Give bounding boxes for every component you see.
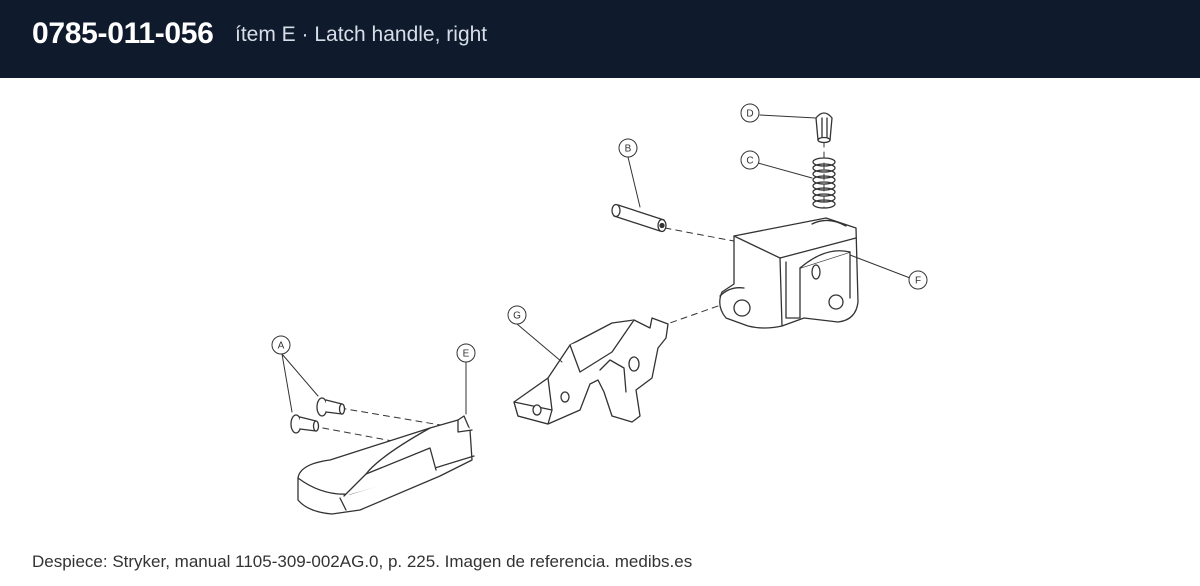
callout-g: G: [507, 305, 527, 325]
svg-text:D: D: [746, 109, 753, 120]
part-b-pin: [611, 203, 667, 233]
part-e-handle: [297, 415, 475, 515]
part-f-housing: [719, 217, 859, 329]
callout-e: E: [456, 343, 476, 363]
part-g-lever: [513, 317, 669, 425]
source-caption: Despiece: Stryker, manual 1105-309-002AG…: [32, 552, 693, 571]
svg-text:C: C: [746, 156, 753, 167]
svg-text:E: E: [463, 349, 470, 360]
svg-text:G: G: [513, 311, 521, 322]
callout-c: C: [740, 150, 760, 170]
callout-a: A: [271, 335, 291, 355]
part-a-screws: [290, 397, 346, 434]
svg-text:F: F: [915, 276, 921, 287]
svg-text:A: A: [278, 341, 285, 352]
part-d-cap: [815, 112, 833, 144]
callout-b: B: [618, 138, 638, 158]
part-c-spring: [812, 157, 836, 209]
part-number: 0785-011-056: [32, 17, 214, 50]
leader-lines: [281, 114, 911, 415]
svg-text:B: B: [625, 144, 632, 155]
callout-f: F: [908, 270, 928, 290]
exploded-parts-diagram: A B C D E F G: [271, 103, 928, 515]
callout-d: D: [740, 103, 760, 123]
item-description: ítem E · Latch handle, right: [235, 23, 488, 46]
header-bar: 0785-011-056 ítem E · Latch handle, righ…: [0, 0, 1200, 78]
